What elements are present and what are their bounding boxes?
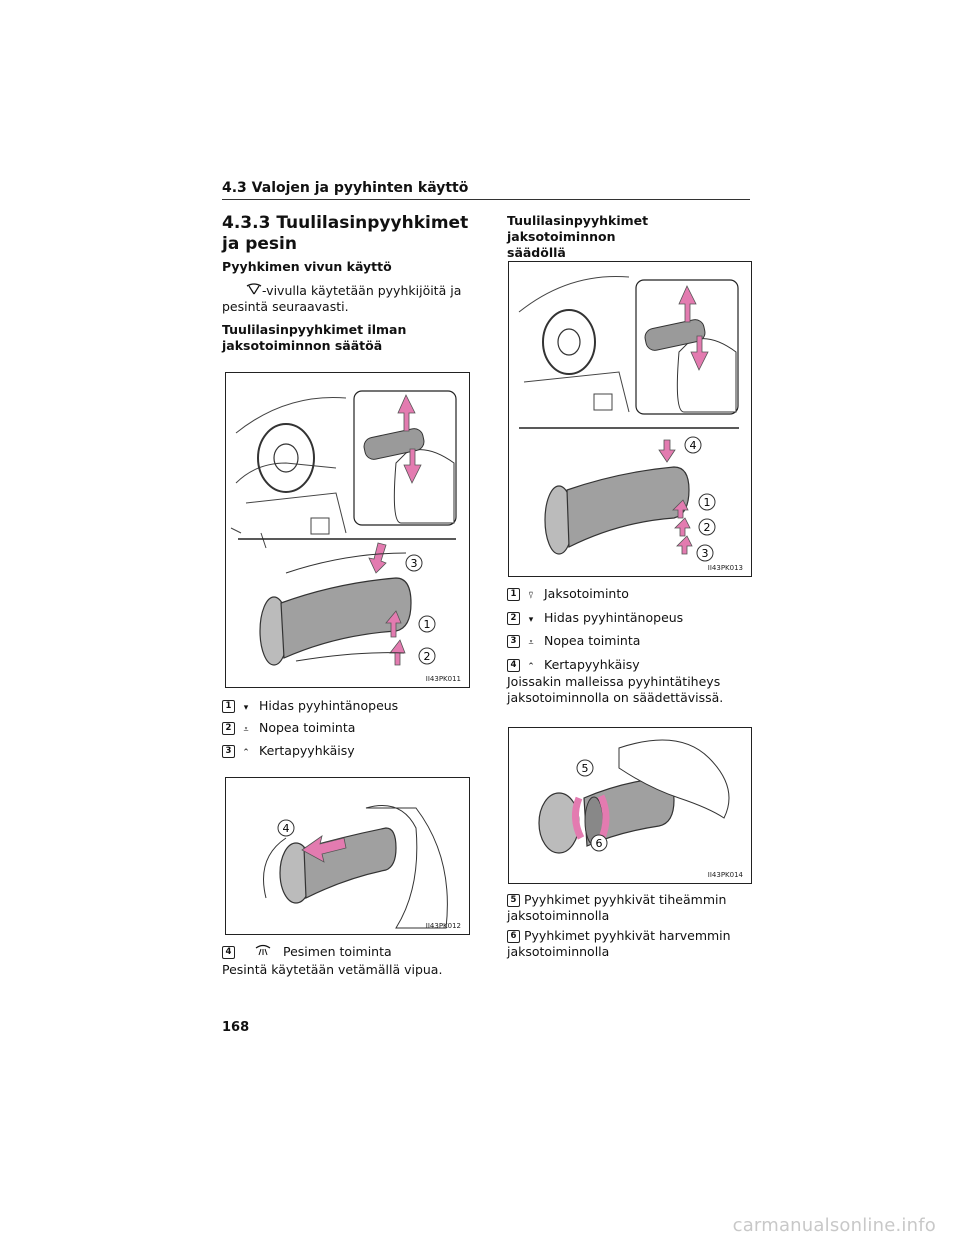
callout-2: 2 (704, 521, 711, 534)
subheading-lever: Pyyhkimen vivun käyttö (222, 259, 392, 274)
watermark: carmanualsonline.info (732, 1215, 936, 1236)
intro-text: -vivulla käytetään pyyhkijöitä ja pesint… (222, 283, 462, 314)
page-title: 4.3.3 Tuulilasinpyyhkimet ja pesin (222, 213, 469, 254)
list-item: 1⍢Jaksotoiminto (507, 586, 629, 604)
figure-interval-dial: 5 6 II43PK014 (508, 727, 752, 884)
section-header: 4.3 Valojen ja pyyhinten käyttö (222, 180, 750, 200)
figure-code: II43PK012 (425, 922, 461, 930)
figure-code: II43PK011 (425, 675, 461, 683)
list-item: 4 Pesimen toiminta (222, 944, 392, 960)
list-item: 3⩡Nopea toiminta (507, 633, 640, 651)
callout-4: 4 (283, 822, 290, 835)
washer-icon (243, 944, 283, 960)
wiper-icon (222, 283, 262, 299)
figure-code: II43PK014 (707, 871, 743, 879)
figure-washer: 4 II43PK012 (225, 777, 470, 935)
list-item: 1▾Hidas pyyhintänopeus (222, 698, 398, 716)
callout-4: 4 (690, 439, 697, 452)
figure-wiper-lever-1: 3 1 2 II43PK011 (225, 372, 470, 688)
list-item: 3⌃Kertapyyhkäisy (222, 743, 355, 761)
page-number: 168 (222, 1020, 250, 1035)
figure-code: II43PK013 (707, 564, 743, 572)
list-item: 2▾Hidas pyyhintänopeus (507, 610, 683, 628)
figure-wiper-lever-interval: 4 1 2 3 II43PK013 (508, 261, 752, 577)
list-item: 4⌃Kertapyyhkäisy (507, 657, 640, 675)
callout-6: 6 (596, 837, 603, 850)
callout-2: 2 (424, 650, 431, 663)
callout-3: 3 (702, 547, 709, 560)
callout-5: 5 (582, 762, 589, 775)
callout-1: 1 (424, 618, 431, 631)
callout-1: 1 (704, 496, 711, 509)
closing-text: Pesintä käytetään vetämällä vipua. (222, 962, 443, 977)
list-item: 2⩡Nopea toiminta (222, 720, 355, 738)
callout-3: 3 (411, 557, 418, 570)
